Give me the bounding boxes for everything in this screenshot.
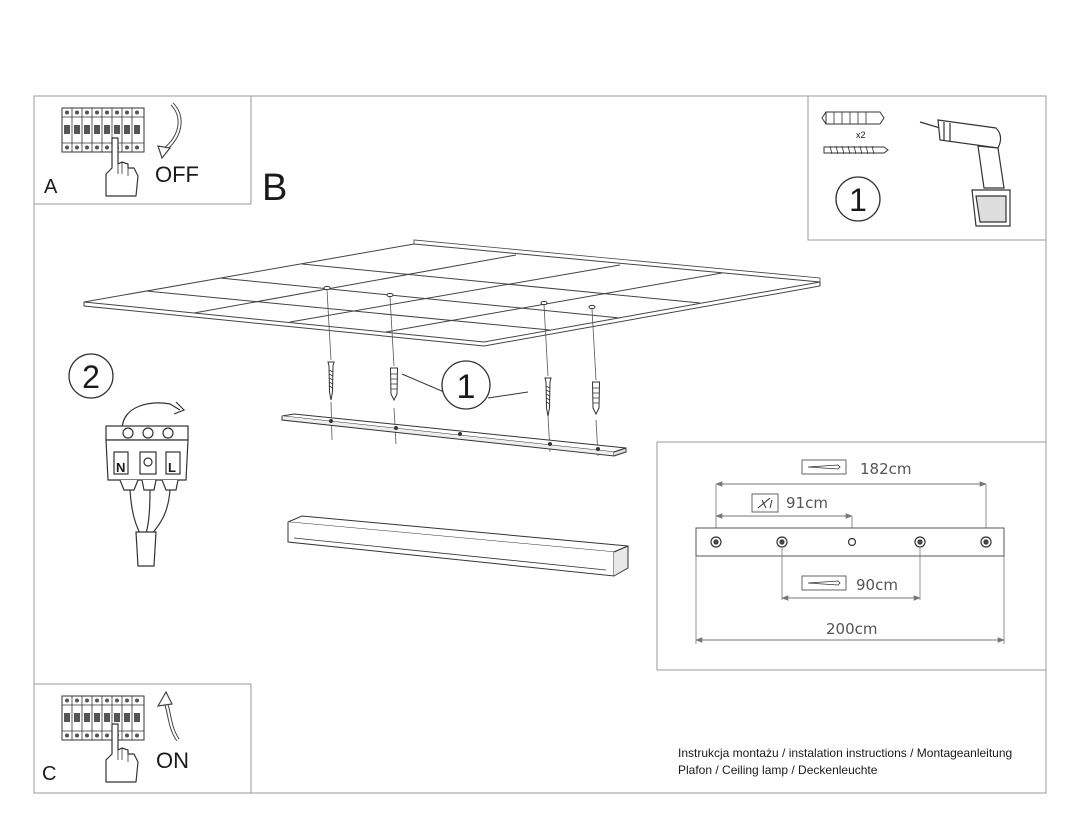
panel-c-power-on: C ON <box>33 683 252 794</box>
wall-plug-icon <box>821 111 885 125</box>
no-drill-icon <box>751 493 779 513</box>
panel-a-power-off: A OFF <box>33 95 252 205</box>
screw-icon <box>801 459 847 475</box>
mount-step-callout: 1 <box>401 360 529 410</box>
half-span-dimension: 91cm <box>786 494 828 512</box>
tools-panel: x2 1 <box>807 95 1047 241</box>
live-terminal-label: L <box>168 460 176 475</box>
dimensions-panel: 182cm 91cm 90cm <box>656 441 1047 671</box>
screw-icon <box>823 145 889 155</box>
wall-plug-icon <box>390 367 398 401</box>
panel-a-letter: A <box>44 176 58 198</box>
wiring-step: 2 N L <box>68 353 189 567</box>
terminal-block-icon <box>105 401 189 567</box>
curved-arrow-icon <box>157 102 182 160</box>
screw-icon <box>801 575 847 591</box>
inner-span-dimension: 90cm <box>856 576 898 594</box>
drill-icon <box>919 119 1011 227</box>
screw-icon <box>327 361 335 401</box>
wiring-step-number: 2 <box>82 359 100 395</box>
anchor-quantity: x2 <box>856 130 866 140</box>
ceiling-lamp-body <box>287 515 629 577</box>
footer-title: Instrukcja montażu / instalation instruc… <box>678 745 1012 779</box>
length-dimension: 200cm <box>826 620 878 638</box>
mount-step-number: 1 <box>457 368 476 406</box>
footer-product-line: Plafon / Ceiling lamp / Deckenleuchte <box>678 763 878 777</box>
rail-top-view <box>695 527 1005 557</box>
panel-b-letter: B <box>262 167 287 209</box>
drill-step-badge <box>835 176 881 222</box>
circuit-breaker-icon <box>61 107 145 153</box>
circuit-breaker-icon <box>61 695 145 741</box>
wall-plug-icon <box>592 381 600 415</box>
panel-c-letter: C <box>42 763 56 785</box>
off-label: OFF <box>155 162 199 187</box>
mounting-rail <box>281 413 627 457</box>
total-span-dimension: 182cm <box>860 460 912 478</box>
screw-icon <box>544 377 552 417</box>
footer-instructions-line: Instrukcja montażu / instalation instruc… <box>678 746 1013 760</box>
ceiling-grid <box>83 239 821 347</box>
neutral-terminal-label: N <box>116 460 125 475</box>
ceiling-drill-holes <box>323 285 596 310</box>
on-label: ON <box>156 748 189 773</box>
drill-step-number: 1 <box>849 182 867 218</box>
curved-arrow-icon <box>156 690 180 742</box>
